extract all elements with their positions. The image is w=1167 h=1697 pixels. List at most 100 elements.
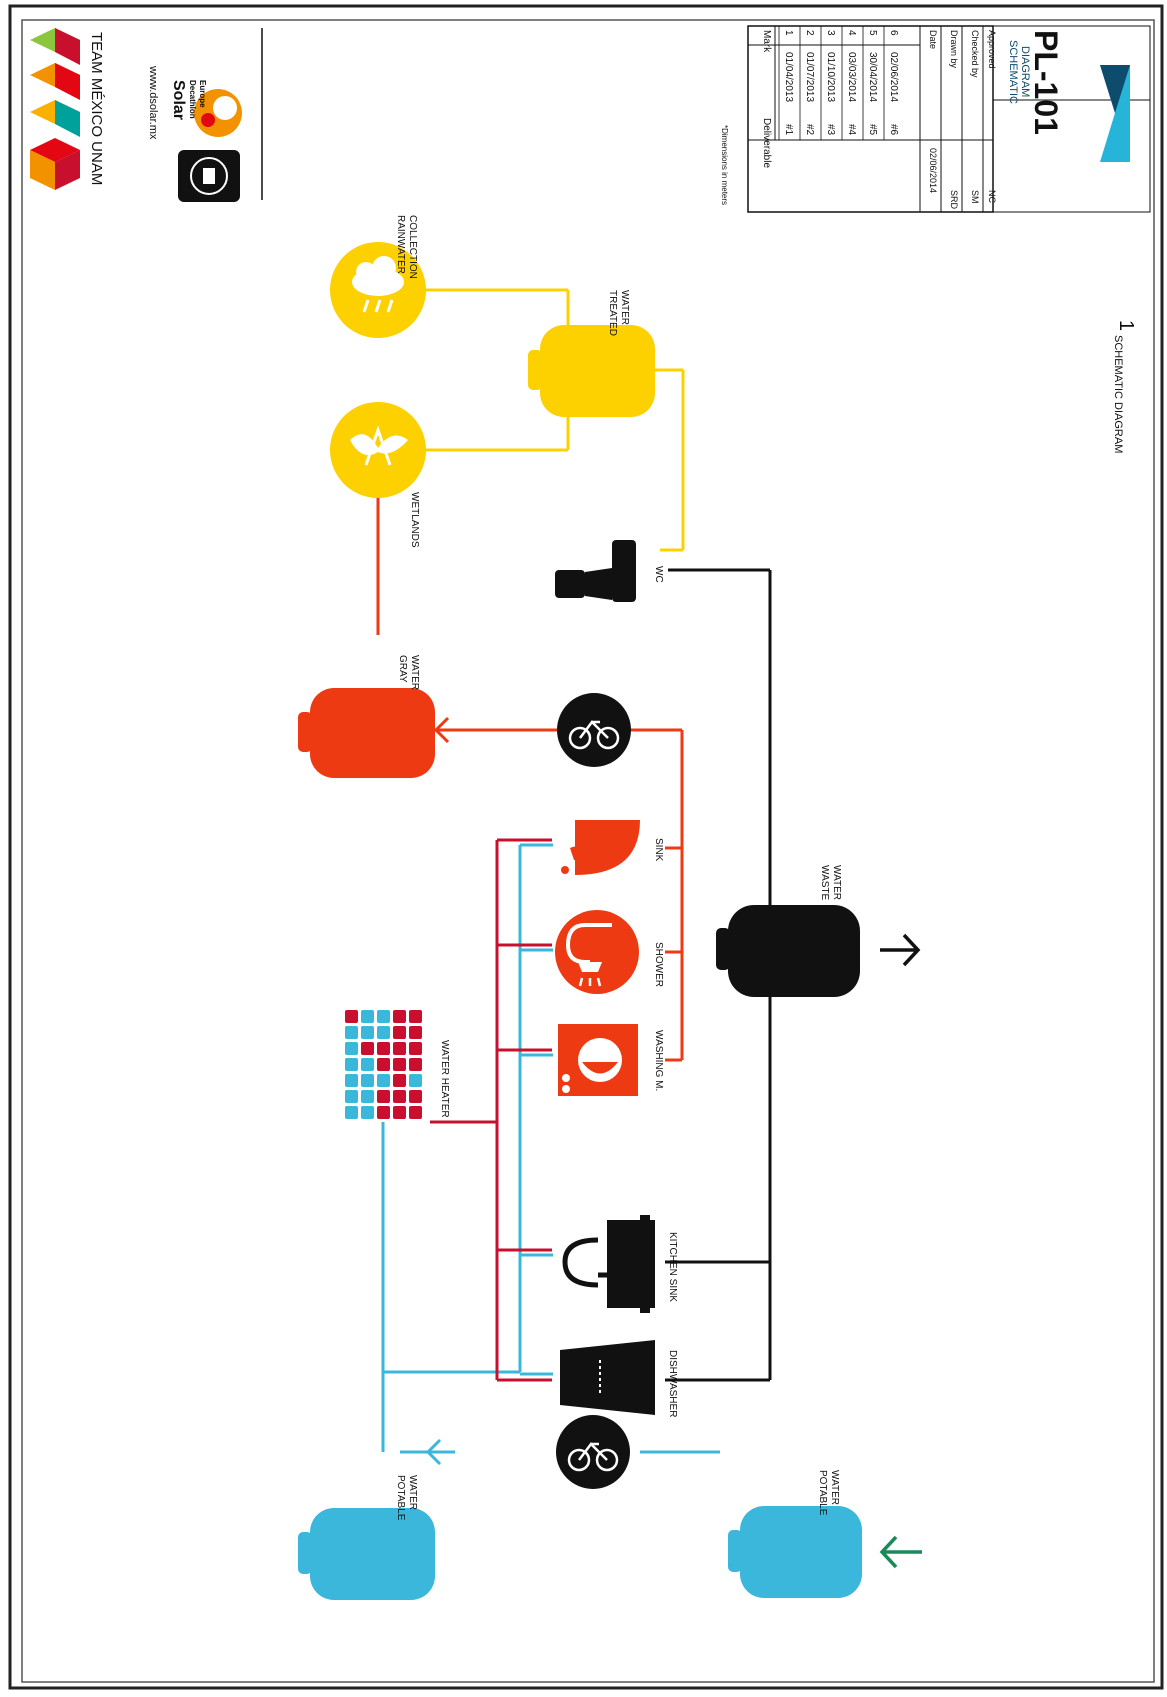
drawing-frame [21,19,1155,1683]
revision-deliverable: #2 [804,124,815,136]
revision-table: 101/04/2013#1201/07/2013#2301/10/2013#34… [783,30,899,136]
heater-cell [393,1058,406,1071]
heater-cell [345,1058,358,1071]
revision-deliverable: #5 [867,124,878,136]
waste-water-tank [716,905,860,997]
event-logo [194,89,242,137]
event-name-1: Solar [170,80,187,120]
revision-date: 02/06/2014 [888,52,899,102]
heater-cell [409,1042,422,1055]
heater-cell [345,1074,358,1087]
date-value: 02/06/2014 [928,148,938,193]
gray-flow-arrow [433,716,450,744]
revision-deliverable: #6 [888,124,899,136]
website: www.dsolar.mx [147,65,159,140]
heater-cell [409,1090,422,1103]
revision-row-lines [778,26,885,140]
label-kitchen-sink: KITCHEN SINK [667,1232,678,1302]
label-shower: SHOWER [653,942,664,987]
sheet-title-2: DIAGRAM [1019,46,1031,97]
potable-inflow-arrow [879,1535,922,1569]
heater-cell [345,1026,358,1039]
heater-cell [361,1106,374,1119]
heater-cell [393,1042,406,1055]
revision-mark: 6 [888,30,899,36]
potable-water-tank-main [298,1508,435,1600]
label-potable-main-2: WATER [407,1475,418,1510]
potable-water-tank-supply [728,1506,862,1598]
heater-cell [345,1090,358,1103]
heater-cell [409,1010,422,1023]
drawn-label: Drawn by [949,30,959,69]
revision-date: 01/04/2013 [783,52,794,102]
heater-cell [409,1058,422,1071]
water-heater-icon [345,1010,422,1119]
label-wc: WC [653,566,664,583]
label-waste-2: WATER [831,865,842,900]
shower-icon [555,910,639,994]
sheet-logo-icon [1100,65,1130,162]
revision-mark: 2 [804,30,815,36]
heater-cell [377,1058,390,1071]
washing-machine-icon [558,1024,638,1096]
heater-cell [409,1026,422,1039]
heater-cell [393,1090,406,1103]
revision-date: 01/10/2013 [825,52,836,102]
heater-cell [377,1042,390,1055]
drawn-value: SRD [949,190,959,210]
label-wetlands: WETLANDS [409,492,420,548]
potable-flow-arrow [425,1438,442,1466]
header-deliverable: Deliverable [761,118,772,168]
title-block [747,25,1151,213]
wetlands-icon [330,402,426,498]
revision-date: 01/07/2013 [804,52,815,102]
hot-water-pipes [430,838,552,1382]
checked-label: Checked by [970,30,980,78]
heater-cell [393,1106,406,1119]
revision-mark: 1 [783,30,794,36]
heater-cell [361,1042,374,1055]
approved-label: Approved [987,30,997,69]
date-label: Date [928,30,938,49]
label-gray: GRAY [397,655,408,683]
view-number: 1 [1115,320,1137,331]
label-treated-2: WATER [619,290,630,325]
dimensions-note: *Dimensions in meters [720,125,729,205]
event-name-3: Europe [198,80,207,108]
dishwasher-icon [560,1340,655,1415]
heater-cell [393,1010,406,1023]
heater-cell [377,1074,390,1087]
approved-value: NC [987,190,997,203]
label-washing: WASHING M. [653,1030,664,1091]
label-water-heater: WATER HEATER [439,1040,450,1118]
label-rainwater: RAINWATER [395,215,406,274]
treated-water-pipes [425,288,685,552]
heater-cell [361,1074,374,1087]
heater-cell [345,1042,358,1055]
checked-value: SM [970,190,980,204]
label-rainwater-2: COLLECTION [407,215,418,279]
team-name: TEAM MÉXICO UNAM [88,32,105,185]
heater-cell [361,1026,374,1039]
label-potable-supply-2: WATER [829,1470,840,1505]
event-name-2: Decathlon [188,80,197,119]
heater-cell [409,1106,422,1119]
heater-cell [361,1010,374,1023]
heater-cell [393,1074,406,1087]
heater-cell [377,1090,390,1103]
heater-cell [409,1074,422,1087]
potable-water-pump-icon [556,1415,630,1489]
heater-cell [345,1010,358,1023]
heater-cell [377,1026,390,1039]
heater-cell [377,1106,390,1119]
revision-mark: 5 [867,30,878,36]
sheet-border [8,4,1164,1690]
sink-icon [561,820,640,875]
heater-cell [361,1058,374,1071]
gray-water-pump-icon [557,693,631,767]
gray-water-tank [298,688,435,778]
rainwater-collection-icon [330,242,426,338]
university-seal [178,150,240,202]
label-treated: TREATED [607,290,618,336]
